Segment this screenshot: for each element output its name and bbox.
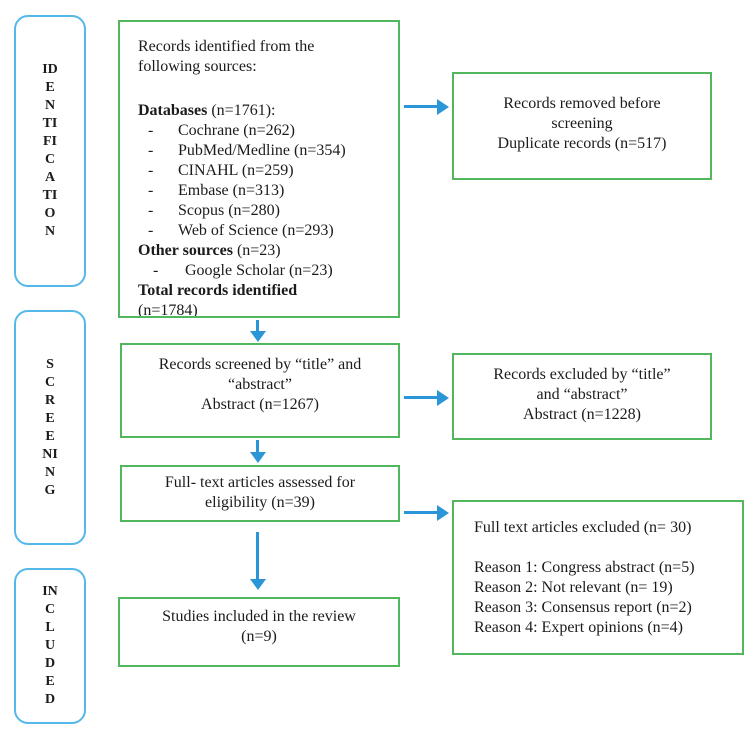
- exclusion-reason: Reason 4: Expert opinions (n=4): [474, 619, 683, 636]
- arrow-screened-to-excluded: [404, 389, 449, 406]
- identified-databases-heading: Databases (n=1761):: [138, 101, 394, 121]
- bullet-dash: -: [148, 182, 154, 199]
- identified-other-heading: Other sources (n=23): [138, 241, 394, 261]
- excluded-line3: Abstract (n=1228): [523, 406, 641, 423]
- removed-line2: screening: [551, 115, 613, 132]
- assessed-line1: Full- text articles assessed for: [164, 474, 356, 491]
- database-item: Embase (n=313): [178, 182, 285, 199]
- arrow-assessed-to-included: [249, 532, 266, 590]
- screened-line2: “abstract”: [228, 376, 292, 393]
- list-item: - Google Scholar (n=23): [138, 261, 394, 281]
- bullet-dash: -: [148, 162, 154, 179]
- stage-included-label: INCLUDED: [42, 584, 58, 707]
- fulltext-excluded-title: Full text articles excluded (n= 30): [474, 519, 692, 536]
- list-item: - Cochrane (n=262): [138, 121, 394, 141]
- screened-line3: Abstract (n=1267): [201, 396, 319, 413]
- identified-total-n: (n=1784): [138, 302, 198, 318]
- box-records-removed: Records removed before screening Duplica…: [452, 72, 712, 180]
- identified-intro-line2: following sources:: [138, 58, 257, 75]
- removed-line1: Records removed before: [503, 95, 661, 112]
- spacer: [474, 538, 738, 558]
- box-fulltext-excluded: Full text articles excluded (n= 30) Reas…: [452, 500, 744, 655]
- identified-intro-line1: Records identified from the: [138, 38, 315, 55]
- arrow-assessed-to-fulltext-excluded: [404, 504, 449, 521]
- assessed-line2: eligibility (n=39): [205, 494, 315, 511]
- screened-line1: Records screened by “title” and: [158, 356, 362, 373]
- arrow-screened-to-assessed: [249, 440, 266, 463]
- list-item: - CINAHL (n=259): [138, 161, 394, 181]
- stage-identification: IDENTIFICATION: [14, 15, 86, 287]
- excluded-line2: and “abstract”: [536, 386, 628, 403]
- list-item: - Web of Science (n=293): [138, 221, 394, 241]
- box-records-identified: Records identified from the following so…: [118, 20, 400, 318]
- bullet-dash: -: [153, 262, 159, 279]
- database-item: PubMed/Medline (n=354): [178, 142, 346, 159]
- removed-line3: Duplicate records (n=517): [497, 135, 667, 152]
- identified-total-line: Total records identified: [138, 281, 394, 301]
- box-studies-included: Studies included in the review (n=9): [118, 597, 400, 667]
- included-line2: (n=9): [241, 628, 277, 645]
- arrow-identified-to-screened: [249, 320, 266, 342]
- stage-screening: SCREENING: [14, 310, 86, 545]
- spacer: [138, 77, 394, 101]
- database-item: Scopus (n=280): [178, 202, 280, 219]
- exclusion-reason: Reason 2: Not relevant (n= 19): [474, 579, 673, 596]
- other-source-item: Google Scholar (n=23): [185, 262, 333, 279]
- list-item: - Scopus (n=280): [138, 201, 394, 221]
- exclusion-reason: Reason 3: Consensus report (n=2): [474, 599, 692, 616]
- bullet-dash: -: [148, 202, 154, 219]
- box-fulltext-assessed: Full- text articles assessed for eligibi…: [120, 465, 400, 522]
- other-heading-rest: (n=23): [232, 242, 281, 259]
- list-item: - PubMed/Medline (n=354): [138, 141, 394, 161]
- bullet-dash: -: [148, 222, 154, 239]
- exclusion-reason: Reason 1: Congress abstract (n=5): [474, 559, 695, 576]
- stage-included: INCLUDED: [14, 568, 86, 724]
- list-item: - Embase (n=313): [138, 181, 394, 201]
- total-records-bold: Total records identified: [138, 282, 298, 299]
- databases-heading-rest: (n=1761):: [207, 102, 276, 119]
- arrow-identified-to-removed: [404, 98, 449, 115]
- database-item: Cochrane (n=262): [178, 122, 295, 139]
- databases-heading-bold: Databases: [138, 102, 208, 119]
- database-item: Web of Science (n=293): [178, 222, 334, 239]
- excluded-line1: Records excluded by “title”: [493, 366, 671, 383]
- stage-screening-label: SCREENING: [42, 356, 58, 498]
- database-item: CINAHL (n=259): [178, 162, 294, 179]
- bullet-dash: -: [148, 122, 154, 139]
- included-line1: Studies included in the review: [162, 608, 356, 625]
- box-records-excluded: Records excluded by “title” and “abstrac…: [452, 353, 712, 440]
- stage-identification-label: IDENTIFICATION: [42, 62, 58, 239]
- other-heading-bold: Other sources: [138, 242, 233, 259]
- box-records-screened: Records screened by “title” and “abstrac…: [120, 343, 400, 438]
- bullet-dash: -: [148, 142, 154, 159]
